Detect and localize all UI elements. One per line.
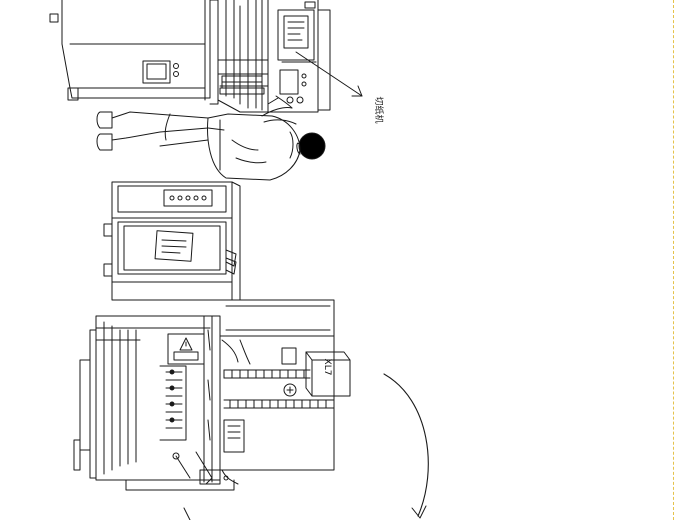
cabinet-machine-top [49,0,219,105]
rotation-arc [183,373,429,520]
guillotine-machine-bottom [73,315,235,491]
callout-arrow [295,51,363,97]
page-edge-guide [673,0,674,520]
tall-machine-bottom [219,299,351,485]
callout-label: 切纸机 [373,96,384,124]
cutter-machine-top [217,0,331,113]
box-mark-label: XL7 [322,358,332,376]
bench-machine-middle [103,181,241,301]
worker-figure [96,95,326,181]
